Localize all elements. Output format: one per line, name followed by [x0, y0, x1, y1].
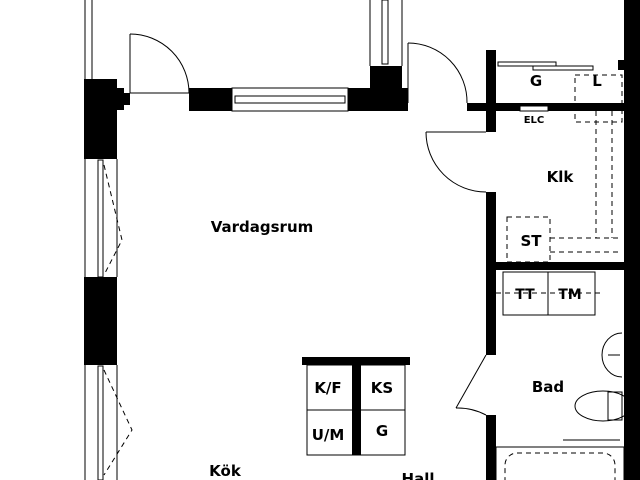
kitchen-island — [302, 357, 410, 456]
washer-dryer — [496, 271, 600, 316]
left-exterior-wall — [84, 0, 130, 480]
label-g-kitchen: G — [376, 422, 388, 440]
label-l-closet: L — [592, 72, 602, 90]
room-label-klk: Klk — [547, 168, 575, 186]
interior-walls — [467, 0, 640, 480]
left-windows — [97, 159, 133, 480]
sink-icon — [601, 332, 623, 378]
label-elc: ELC — [524, 115, 545, 126]
top-wall — [189, 66, 408, 111]
elc-panel — [519, 105, 549, 112]
balcony-door — [129, 33, 190, 94]
label-tt: TT — [515, 287, 535, 303]
room-label-kok: Kök — [209, 462, 242, 480]
bathtub — [495, 439, 625, 480]
label-ks: KS — [371, 379, 393, 397]
room-label-vardagsrum: Vardagsrum — [211, 218, 314, 236]
label-tm: TM — [558, 287, 581, 303]
toilet-icon — [574, 390, 632, 422]
entry-door — [407, 42, 468, 104]
closet-shelves — [497, 61, 623, 123]
klk-wardrobes — [506, 111, 622, 263]
bad-door — [455, 354, 487, 416]
klk-door — [425, 131, 487, 193]
top-window — [231, 87, 349, 112]
label-um: U/M — [312, 426, 345, 444]
room-label-bad: Bad — [532, 378, 564, 396]
room-label-hall: Hall — [402, 470, 435, 480]
label-kf: K/F — [314, 379, 341, 397]
label-g-closet: G — [530, 72, 542, 90]
upper-vertical-window — [369, 0, 403, 66]
label-st: ST — [520, 232, 542, 250]
